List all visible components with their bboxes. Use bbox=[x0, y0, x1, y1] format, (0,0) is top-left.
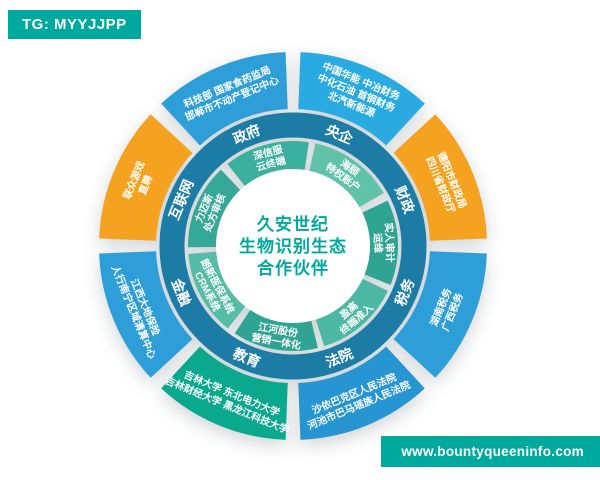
website-watermark: www.bountyqueeninfo.com bbox=[381, 436, 600, 467]
inner-segment-arc bbox=[309, 143, 384, 208]
outer-sector-arc bbox=[99, 251, 193, 378]
inner-segment-arc bbox=[362, 200, 398, 285]
center-circle bbox=[216, 169, 370, 323]
outer-sector-arc bbox=[393, 114, 487, 241]
center-title: 久安世纪生物识别生态合作伙伴 bbox=[239, 214, 347, 278]
inner-segment-arc bbox=[188, 251, 246, 329]
outer-sector-arc bbox=[298, 346, 425, 440]
outer-sector-arc bbox=[161, 52, 288, 146]
outer-sector-arc bbox=[393, 251, 487, 378]
inner-segment-arc bbox=[315, 278, 388, 347]
inner-segment-arc bbox=[227, 141, 309, 186]
inner-segment-label: 实人审计运维 bbox=[371, 222, 397, 263]
category-ring bbox=[159, 112, 427, 380]
outer-sector-arc bbox=[99, 114, 193, 241]
wheel-group: 中国华能 中冶财务中化石油 首钢财务北汽新能源德阳市财政局四川省财政厅湖南税务广… bbox=[99, 52, 487, 440]
outer-sector-arc bbox=[298, 52, 425, 146]
inner-segment-arc bbox=[234, 310, 318, 351]
inner-segment-arc bbox=[188, 169, 241, 248]
telegram-badge: TG: MYYJJPP bbox=[8, 10, 141, 39]
outer-sector-arc bbox=[161, 346, 288, 440]
